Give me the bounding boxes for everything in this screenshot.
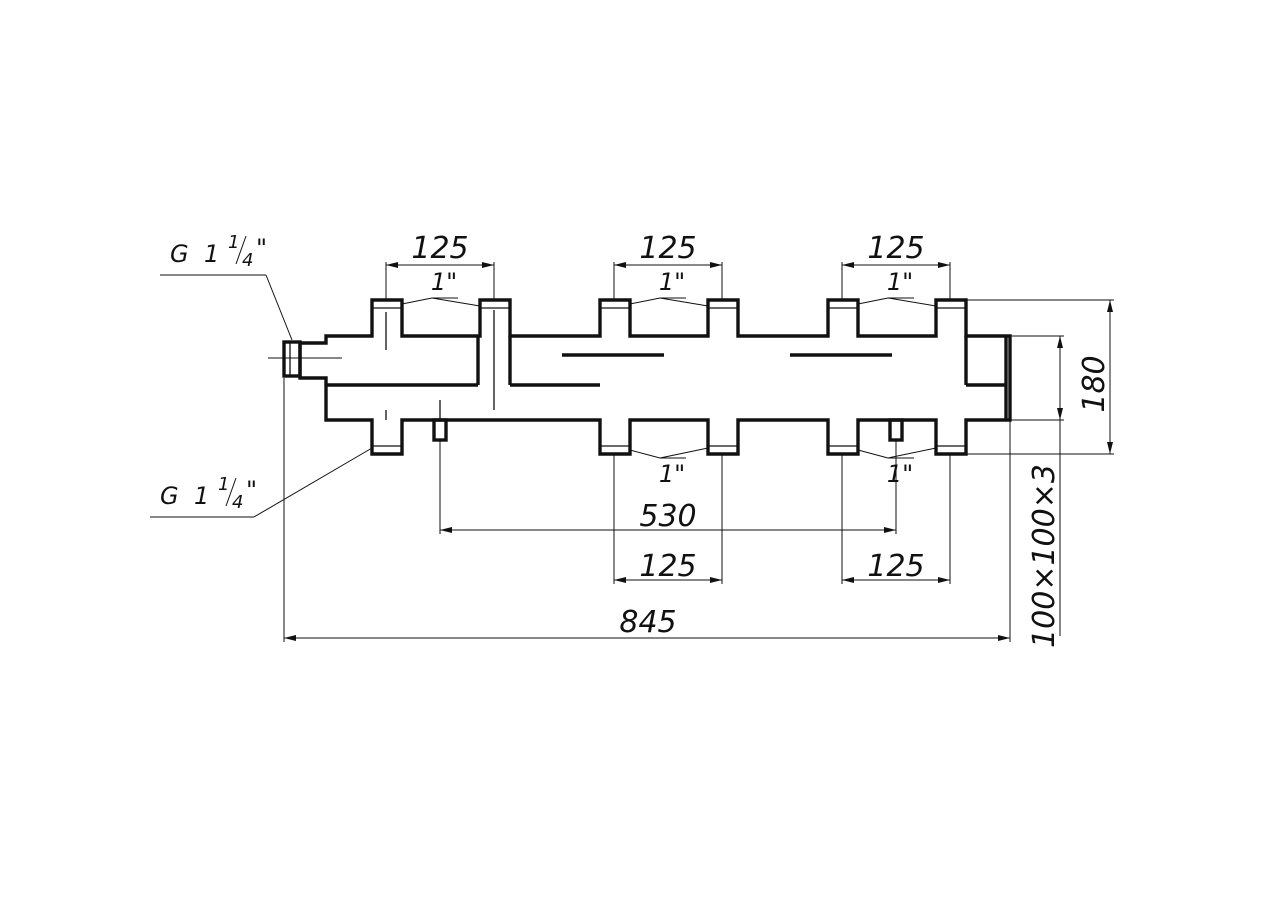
dim-530-label: 530 [639,499,696,534]
dim-section-label: 100×100×3 [1027,464,1062,648]
thread-upper-whole: 1 [204,240,219,268]
thread-callout-lower-leader [150,447,373,518]
thread-lower-slash [225,477,237,507]
dim-180 [966,299,1114,455]
top-port-size-3: 1" [887,268,913,296]
thread-upper-mark: " [256,234,267,262]
internal-lines [326,310,1008,420]
top-port-size-2: 1" [659,268,685,296]
dim-section [1010,335,1064,636]
dim-845 [283,378,1011,642]
top-spacing-label-2: 125 [639,231,696,266]
bottom-spacing-label-2: 125 [867,549,924,584]
thread-lower-num: 1 [218,474,229,495]
dim-530 [439,440,897,534]
thread-callout-lower: G 1 1 4 " [160,474,257,513]
top-spacing-label-1: 125 [411,231,468,266]
inlet-pipe-stub [282,340,302,378]
thread-lower-whole: 1 [194,482,209,510]
dim-180-label: 180 [1077,355,1112,412]
thread-lower-den: 4 [232,492,243,513]
thread-lower-g: G [160,482,179,510]
top-port-size-1: 1" [431,268,457,296]
bottom-port-size-1: 1" [659,460,685,488]
thread-lower-mark: " [246,476,257,504]
top-spacing-label-3: 125 [867,231,924,266]
thread-callout-upper-leader [160,274,293,341]
thread-upper-num: 1 [228,232,239,253]
thread-upper-g: G [170,240,189,268]
thread-upper-slash [235,235,247,265]
bottom-port-leaders [629,447,937,459]
thread-upper-den: 4 [242,250,253,271]
bottom-nipple-right [888,418,904,442]
top-spacing-dims [385,262,951,300]
top-port-leaders [401,297,937,307]
bottom-spacing-label-1: 125 [639,549,696,584]
bottom-spacing-dims [613,454,951,584]
dim-845-label: 845 [619,605,676,640]
bottom-port-size-2: 1" [887,460,913,488]
bottom-nipple-left [432,418,448,442]
thread-callout-upper: G 1 1 4 " [170,232,267,271]
